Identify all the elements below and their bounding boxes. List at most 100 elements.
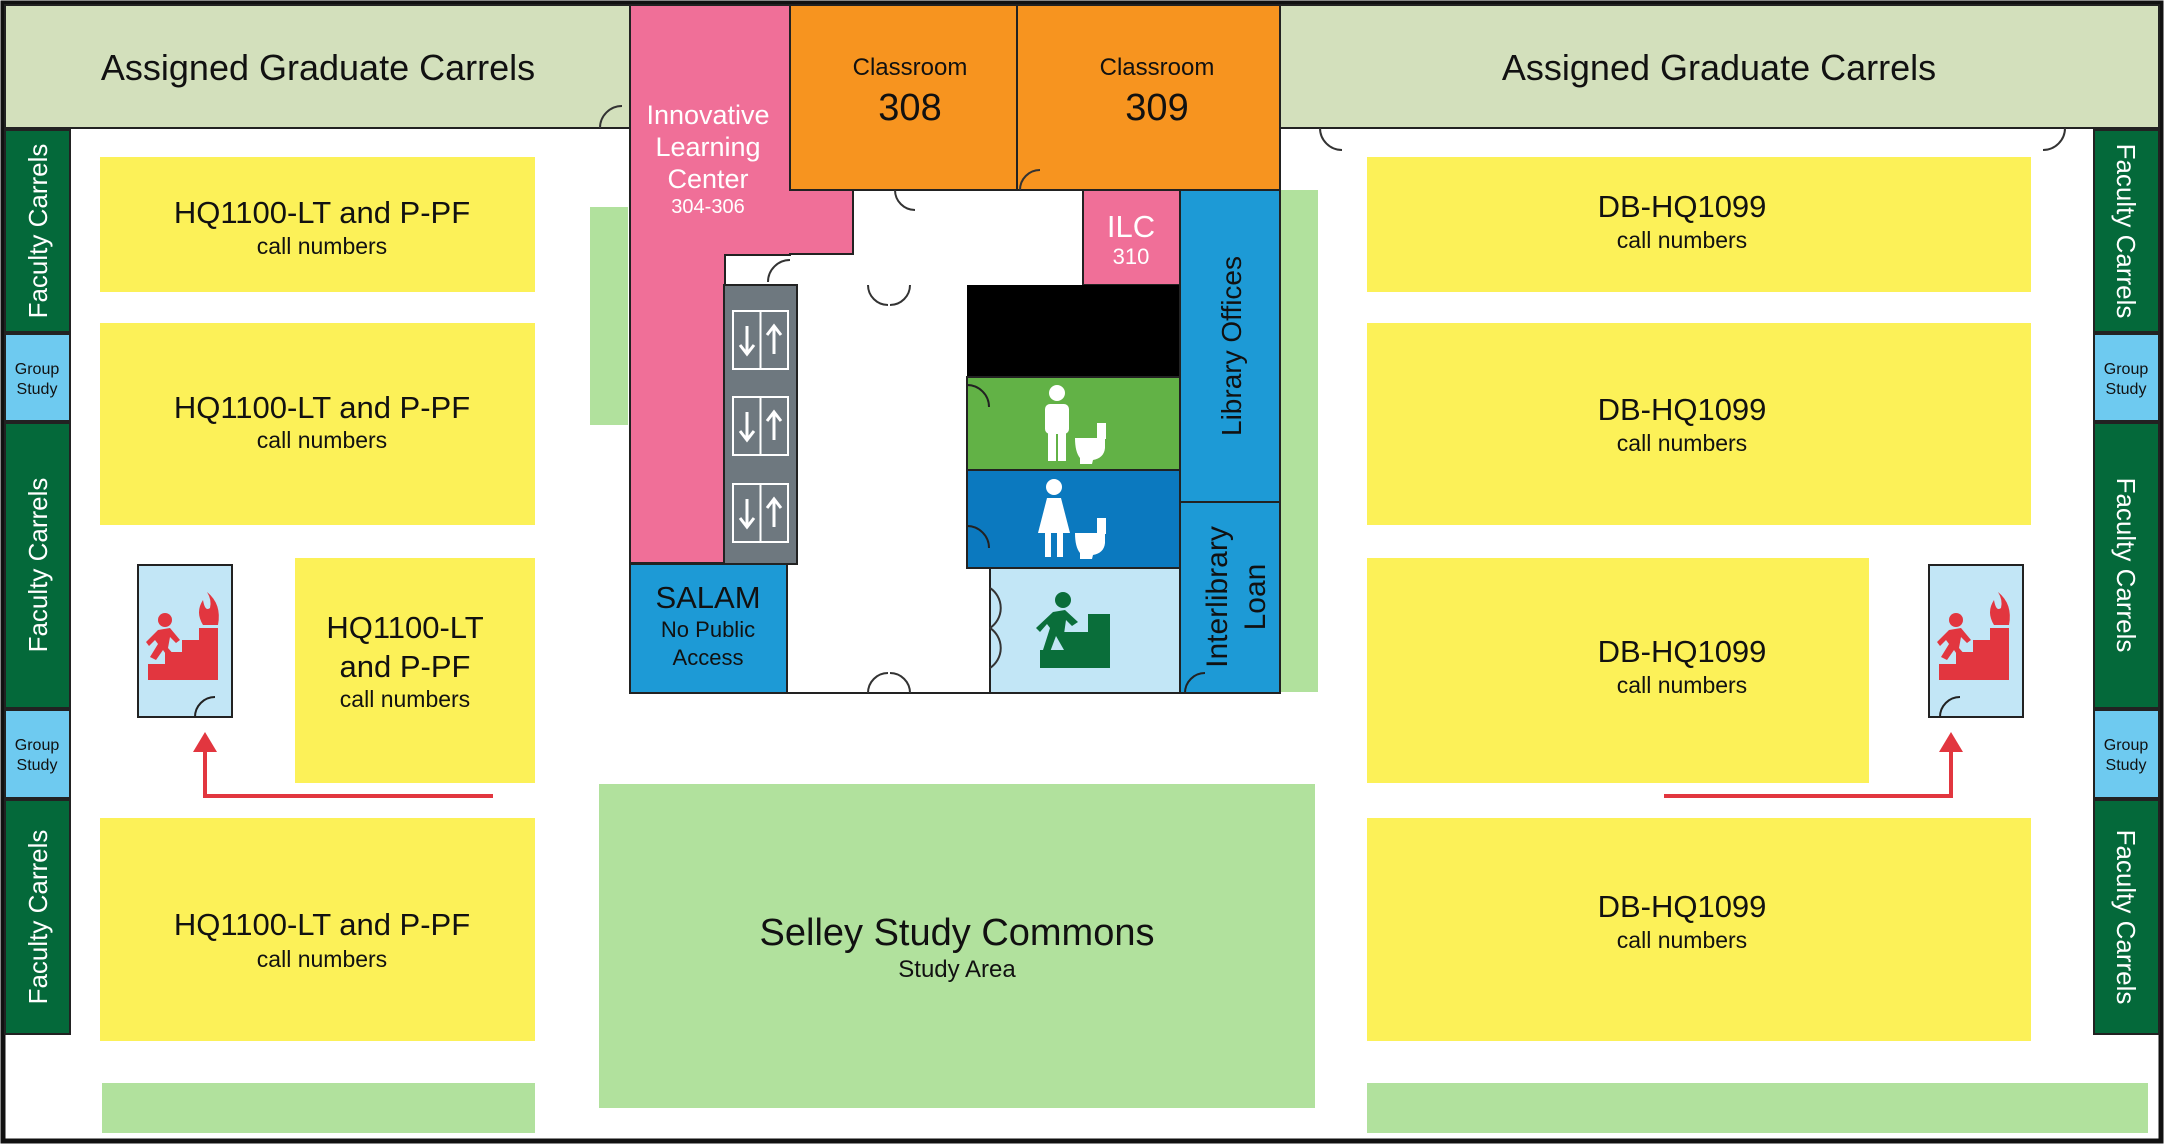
group-study-label-line1: Group (2104, 737, 2149, 754)
exit-route-arrow (1664, 732, 1963, 798)
fire-exit-stairs-icon (1937, 592, 2010, 680)
stairwell[interactable] (989, 567, 1181, 694)
classroom-309-label: Classroom (1100, 54, 1215, 81)
faculty-carrels-left-1[interactable] (4, 129, 71, 333)
stacks-range: DB-HQ1099 (1598, 189, 1767, 224)
faculty-carrels-right-2[interactable] (2093, 422, 2160, 709)
faculty-carrels-left-3[interactable] (4, 799, 71, 1035)
faculty-carrels-right-1[interactable] (2093, 129, 2160, 333)
door-swing (894, 189, 916, 211)
interlibrary-loan[interactable] (1179, 501, 1281, 694)
stacks-left-3[interactable] (295, 558, 535, 783)
ilc-label-line1: Innovative (646, 100, 769, 130)
stair-doors (989, 587, 1002, 669)
group-study-left-1[interactable] (4, 333, 71, 422)
stacks-left-1[interactable] (100, 157, 535, 292)
mens-restroom[interactable] (966, 376, 1181, 471)
stacks-right-2[interactable] (1367, 323, 2031, 525)
stacks-range: HQ1100-LT and P-PF (174, 390, 470, 425)
door-swing (599, 105, 623, 129)
stacks-sub: call numbers (257, 946, 387, 972)
group-study-label-line2: Study (17, 381, 58, 398)
elevator-down-up-icon (732, 483, 789, 543)
door-swing (966, 525, 990, 549)
stacks-sub: call numbers (340, 686, 470, 712)
exit-route-arrow (193, 732, 493, 798)
stacks-sub: call numbers (257, 427, 387, 453)
stacks-sub: call numbers (1617, 430, 1747, 456)
study-strip-left (590, 207, 628, 425)
stacks-sub: call numbers (1617, 927, 1747, 953)
faculty-carrels-label: Faculty Carrels (23, 830, 53, 1005)
ilc-310[interactable] (1082, 189, 1181, 286)
selley-title: Selley Study Commons (760, 912, 1155, 954)
mens-restroom-icon (1045, 385, 1106, 464)
stacks-range: DB-HQ1099 (1598, 634, 1767, 669)
stacks-right-4[interactable] (1367, 818, 2031, 1041)
study-strip-right (1280, 190, 1318, 692)
selley-study-commons[interactable] (599, 784, 1315, 1108)
group-study-label-line2: Study (2106, 757, 2147, 774)
faculty-carrels-label: Faculty Carrels (2111, 830, 2141, 1005)
faculty-carrels-label: Faculty Carrels (23, 144, 53, 319)
door-swing (1019, 169, 1041, 191)
group-study-label-line2: Study (17, 757, 58, 774)
stacks-left-2[interactable] (100, 323, 535, 525)
group-study-right-2[interactable] (2093, 709, 2160, 799)
double-door (867, 672, 911, 694)
library-offices[interactable] (1179, 189, 1281, 503)
ilc-label-line2: Learning (655, 132, 760, 162)
door-swing (1939, 696, 1961, 718)
stacks-left-4[interactable] (100, 818, 535, 1041)
selley-sub: Study Area (898, 956, 1016, 983)
salam-title: SALAM (655, 580, 760, 615)
womens-restroom-icon (1038, 479, 1106, 559)
mechanical-room (967, 285, 1180, 377)
stacks-sub: call numbers (257, 233, 387, 259)
group-study-right-1[interactable] (2093, 333, 2160, 422)
study-strip-bottom-left (102, 1083, 535, 1133)
door-swing (1319, 127, 1343, 151)
graduate-carrels-left-label: Assigned Graduate Carrels (101, 47, 535, 88)
graduate-carrels-left[interactable] (4, 4, 631, 129)
graduate-carrels-right-label: Assigned Graduate Carrels (1502, 47, 1936, 88)
graduate-carrels-right[interactable] (1279, 4, 2160, 129)
study-strip-bottom-right (1367, 1083, 2148, 1133)
group-study-label-line1: Group (15, 737, 60, 754)
library-offices-label: Library Offices (1216, 256, 1247, 436)
group-study-left-2[interactable] (4, 709, 71, 799)
faculty-carrels-label: Faculty Carrels (23, 478, 53, 653)
door-swing (1184, 672, 1206, 694)
elevator-down-up-icon (732, 310, 789, 370)
stacks-right-3[interactable] (1367, 558, 1869, 783)
salam-line2: Access (673, 645, 744, 670)
faculty-carrels-right-3[interactable] (2093, 799, 2160, 1035)
classroom-308[interactable] (789, 4, 1018, 191)
door-swing (767, 259, 791, 283)
womens-restroom[interactable] (966, 469, 1181, 569)
stacks-range: HQ1100-LT and P-PF (174, 195, 470, 230)
faculty-carrels-label: Faculty Carrels (2111, 144, 2141, 319)
double-door (867, 284, 911, 306)
stacks-range: DB-HQ1099 (1598, 889, 1767, 924)
door-swing (2042, 127, 2066, 151)
ilc-label-line3: Center (667, 164, 748, 194)
stacks-range: DB-HQ1099 (1598, 392, 1767, 427)
classroom-309-number: 309 (1125, 87, 1188, 129)
interlibrary-loan-line2: Loan (1239, 564, 1272, 631)
ilc-310-label: ILC (1107, 209, 1155, 244)
stacks-sub: call numbers (1617, 227, 1747, 253)
salam-line1: No Public (661, 617, 755, 642)
elevator-down-up-icon (732, 396, 789, 456)
group-study-label-line1: Group (2104, 361, 2149, 378)
stacks-range: HQ1100-LT and P-PF (174, 907, 470, 942)
stacks-right-1[interactable] (1367, 157, 2031, 292)
group-study-label-line2: Study (2106, 381, 2147, 398)
door-swing (966, 384, 990, 408)
ilc-rooms: 304-306 (671, 196, 744, 218)
salam[interactable] (629, 563, 788, 694)
classroom-309[interactable] (1016, 4, 1281, 191)
faculty-carrels-left-2[interactable] (4, 422, 71, 709)
group-study-label-line1: Group (15, 361, 60, 378)
